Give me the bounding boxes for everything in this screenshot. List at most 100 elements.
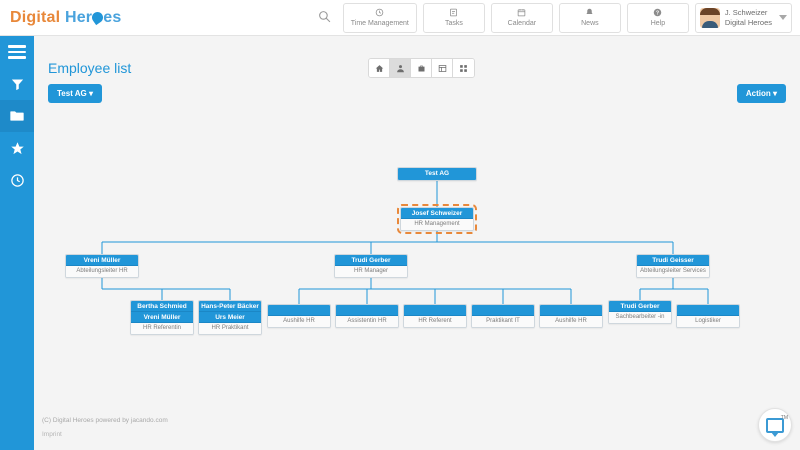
view-toggle-grid[interactable] <box>453 59 474 77</box>
org-chart-connectors <box>101 181 709 304</box>
funnel-icon <box>10 77 25 92</box>
org-node-name: Josef Schweizer <box>401 208 473 219</box>
org-node-role: Sachbearbeiter -in <box>609 312 671 323</box>
header-button-news[interactable]: News <box>558 2 621 33</box>
org-node-assistentin-hr[interactable]: Assistentin HR <box>335 304 399 328</box>
org-node-name <box>677 305 739 316</box>
org-node-name: Trudi Geisser <box>637 255 709 266</box>
view-toggle-home[interactable] <box>369 59 390 77</box>
org-node-name: Vreni Müller <box>66 255 138 266</box>
chevron-down-icon[interactable] <box>779 15 787 20</box>
org-node-bertha-schmied[interactable]: Bertha Schmied Vreni Müller HR Referenti… <box>130 300 194 335</box>
company-filter-button[interactable]: Test AG ▾ <box>48 84 103 103</box>
header-button-time-management[interactable]: Time Management <box>342 2 417 33</box>
view-toggle-jobs[interactable] <box>411 59 432 77</box>
org-node-aushilfe-hr-1[interactable]: Aushilfe HR <box>267 304 331 328</box>
logo-text-es: es <box>103 8 122 26</box>
org-node-name: Bertha Schmied <box>131 301 193 312</box>
chat-bubble-icon <box>766 417 784 437</box>
org-node-name <box>404 305 466 316</box>
calendar-icon <box>517 8 526 19</box>
org-node-name: Trudi Gerber <box>335 255 407 266</box>
footer-imprint-link[interactable]: Imprint <box>42 431 62 438</box>
org-node-trudi-gerber-manager[interactable]: Trudi Gerber HR Manager <box>334 254 408 278</box>
org-node-role: Assistentin HR <box>336 316 398 327</box>
header-button-label: Help <box>650 19 666 27</box>
sidebar-item-filter[interactable] <box>0 68 34 100</box>
org-node-name <box>336 305 398 316</box>
org-node-name: Test AG <box>398 168 476 180</box>
sidebar-item-favorites[interactable] <box>0 132 34 164</box>
org-node-name <box>540 305 602 316</box>
avatar <box>699 7 720 28</box>
org-node-name: Trudi Gerber <box>609 301 671 312</box>
user-name: J. Schweizer <box>724 7 768 17</box>
footer-jacando-link[interactable]: jacando.com <box>130 417 168 424</box>
view-toggle-group <box>368 58 475 78</box>
org-node-role: HR Management <box>401 219 473 230</box>
action-button[interactable]: Action ▾ <box>736 84 786 103</box>
header-button-calendar[interactable]: Calendar <box>490 2 553 33</box>
person-icon <box>396 64 404 72</box>
header-button-label: Tasks <box>444 19 463 27</box>
help-circle-icon: ? <box>653 8 662 19</box>
org-node-trudi-geisser[interactable]: Trudi Geisser Abteilungsleiter Services <box>636 254 710 278</box>
sidebar-item-menu[interactable] <box>0 36 34 68</box>
org-node-role: HR Manager <box>335 266 407 277</box>
logo-text-her: Her <box>64 8 93 26</box>
sidebar-item-folder[interactable] <box>0 100 34 132</box>
header-button-tasks[interactable]: Tasks <box>422 2 485 33</box>
caret-down-icon: ▾ <box>772 89 777 98</box>
clock-icon <box>375 8 384 19</box>
org-node-name: Hans-Peter Bäcker <box>199 301 261 312</box>
org-node-role: Abteilungsleiter Services <box>637 266 709 277</box>
org-node-name <box>472 305 534 316</box>
org-node-name-secondary: Vreni Müller <box>131 312 193 323</box>
org-node-role: Logistiker <box>677 316 739 327</box>
search-icon[interactable] <box>318 10 331 26</box>
org-node-role: Praktikant IT <box>472 316 534 327</box>
sidebar-item-history[interactable] <box>0 164 34 196</box>
org-node-trudi-gerber-sachbearbeiter[interactable]: Trudi Gerber Sachbearbeiter -in <box>608 300 672 324</box>
org-node-role: Aushilfe HR <box>540 316 602 327</box>
org-node-name <box>268 305 330 316</box>
grid-icon <box>460 64 467 72</box>
org-node-role: HR Praktikant <box>199 323 261 334</box>
briefcase-icon <box>418 65 424 71</box>
org-node-name-secondary: Urs Meier <box>199 312 261 323</box>
chat-badge: TM <box>780 415 788 421</box>
star-icon <box>10 141 25 156</box>
header-button-label: Calendar <box>507 19 537 27</box>
org-node-praktikant-it[interactable]: Praktikant IT <box>471 304 535 328</box>
main-content: Employee list Test AG ▾ Action ▾ <box>34 36 800 450</box>
org-node-role: Abteilungsleiter HR <box>66 266 138 277</box>
tasks-icon <box>449 8 458 19</box>
org-node-role: HR Referentin <box>131 323 193 334</box>
org-node-logistiker[interactable]: Logistiker <box>676 304 740 328</box>
home-icon <box>375 64 383 72</box>
chat-widget-button[interactable]: TM <box>758 408 792 442</box>
bell-icon <box>585 8 594 19</box>
org-node-josef-schweizer[interactable]: Josef Schweizer HR Management <box>397 204 477 234</box>
org-node-hr-referent[interactable]: HR Referent <box>403 304 467 328</box>
left-sidebar <box>0 36 34 450</box>
view-toggle-list[interactable] <box>432 59 453 77</box>
logo-text-digital: Digital <box>10 8 61 26</box>
list-icon <box>438 64 446 72</box>
org-node-vreni-mueller[interactable]: Vreni Müller Abteilungsleiter HR <box>65 254 139 278</box>
header-button-help[interactable]: ? Help <box>626 2 689 33</box>
header-button-label: Time Management <box>350 19 409 27</box>
folder-icon <box>9 108 25 124</box>
org-node-hans-peter-baecker[interactable]: Hans-Peter Bäcker Urs Meier HR Praktikan… <box>198 300 262 335</box>
footer: (C) Digital Heroes powered by jacando.co… <box>42 414 168 442</box>
page-title: Employee list <box>48 60 132 76</box>
view-toggle-people[interactable] <box>390 59 411 77</box>
svg-text:?: ? <box>656 10 659 16</box>
org-node-root[interactable]: Test AG <box>397 167 477 181</box>
org-node-aushilfe-hr-2[interactable]: Aushilfe HR <box>539 304 603 328</box>
org-chart: Test AG Josef Schweizer HR Management Vr… <box>34 36 800 450</box>
user-menu[interactable]: J. Schweizer Digital Heroes <box>694 2 792 33</box>
